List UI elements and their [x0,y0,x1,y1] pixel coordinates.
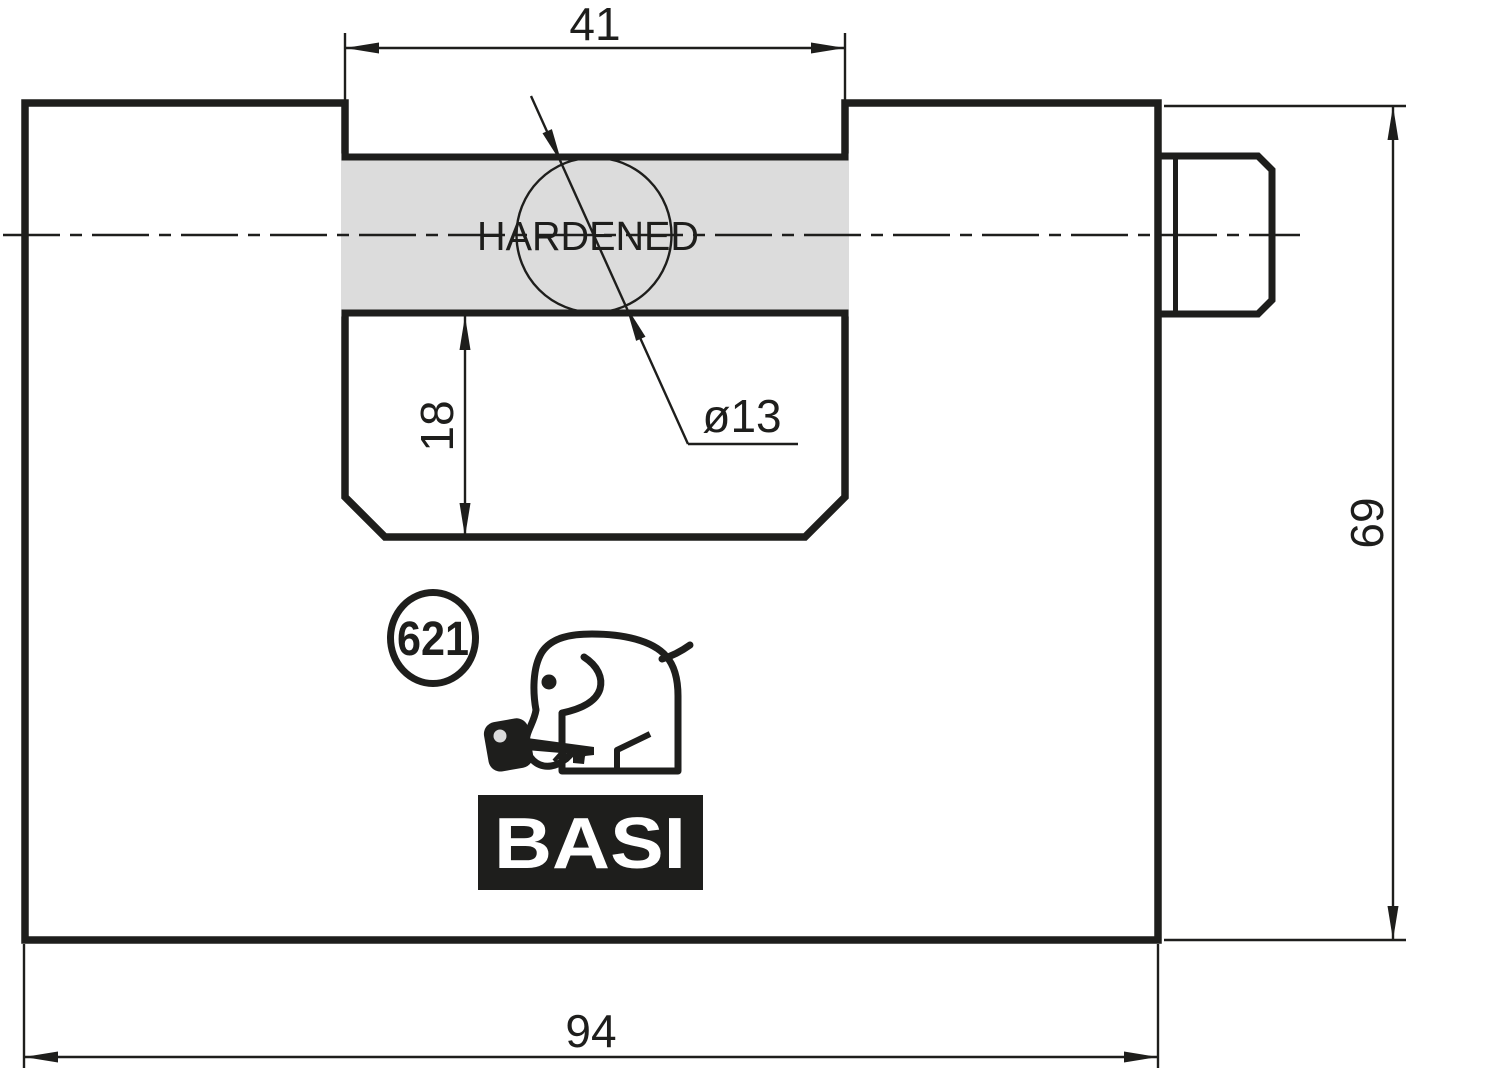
elephant-tail [658,641,694,663]
arrow-up [1387,106,1399,140]
shackle-end [1154,152,1276,318]
diameter-arrow-top [542,129,562,164]
model-badge: 621 [387,589,479,687]
elephant-outline [530,630,682,775]
brand-box [478,795,703,890]
elephant-mouth-line [558,653,605,717]
brand-logo: BASI [478,795,703,890]
padlock-body [21,99,1162,944]
dimension-18-label: 18 [411,400,463,451]
arrow-down [459,503,471,537]
dimension-41-label: 41 [569,0,620,50]
arrow-left [345,42,379,54]
elephant-teeth [552,747,591,763]
dimension-18: 18 [411,316,471,537]
model-number-label: 621 [397,613,469,666]
elephant-leg-line [614,731,652,771]
dimension-94-label: 94 [565,1005,616,1057]
elephant-logo [483,630,694,775]
dimension-41: 41 [343,0,847,101]
arrow-left [24,1051,58,1063]
dimension-69-label: 69 [1341,497,1393,548]
elephant-eye [541,674,557,690]
elephant-trunk [522,706,574,770]
arrow-right [811,42,845,54]
model-badge-circle [387,589,479,687]
arrow-down [1387,906,1399,940]
dimension-69: 69 [1164,104,1406,942]
arrow-right [1124,1051,1158,1063]
arrow-up [459,316,471,350]
key-bow-hole [493,729,507,743]
brand-wordmark: BASI [494,804,686,884]
dimension-94: 94 [22,944,1160,1068]
dimension-diameter-label: ø13 [702,390,781,442]
diameter-arrow-bottom [626,306,646,341]
